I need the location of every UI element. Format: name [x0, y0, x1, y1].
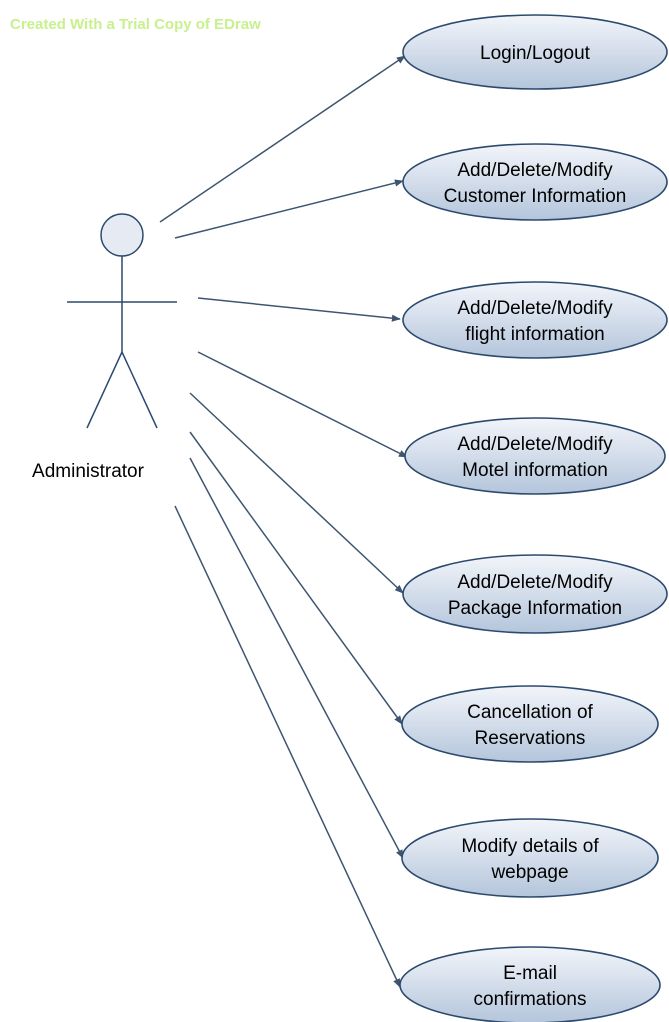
use-case-ellipse: [402, 554, 668, 634]
actor-head: [100, 213, 144, 257]
use-case-label: Cancellation of: [467, 702, 593, 723]
use-case-cancellation[interactable]: Cancellation of Reservations: [401, 685, 659, 763]
use-case-label: Customer Information: [444, 186, 627, 207]
use-case-ellipse: [402, 281, 668, 359]
actor-left-leg: [86, 351, 123, 429]
use-case-label: Add/Delete/Modify: [457, 298, 613, 319]
use-case-label: webpage: [490, 862, 568, 883]
use-case-ellipse: [399, 946, 661, 1022]
use-case-label: Modify details of: [461, 836, 599, 857]
use-case-ellipse: [401, 685, 659, 763]
use-case-label: Login/Logout: [480, 43, 591, 64]
use-case-label: Motel information: [462, 460, 608, 481]
use-case-webpage-details[interactable]: Modify details of webpage: [401, 818, 659, 898]
actor-label: Administrator: [32, 461, 145, 482]
use-case-login-logout[interactable]: Login/Logout: [402, 14, 668, 90]
use-case-label: Package Information: [448, 598, 622, 619]
use-case-ellipse: [401, 818, 659, 898]
use-case-label: Add/Delete/Modify: [457, 160, 613, 181]
use-case-label: Reservations: [475, 728, 586, 749]
watermark-text: Created With a Trial Copy of EDraw: [10, 16, 261, 33]
association-arrow-cancellation: [189, 431, 403, 725]
actor-right-leg: [121, 351, 158, 429]
associations: [159, 55, 408, 988]
use-case-flight-info[interactable]: Add/Delete/Modify flight information: [402, 281, 668, 359]
use-case-ellipse: [404, 417, 666, 495]
administrator-actor: Administrator: [32, 213, 177, 482]
use-case-label: flight information: [465, 324, 604, 345]
use-case-label: Add/Delete/Modify: [457, 434, 613, 455]
association-arrow-package-info: [189, 392, 404, 594]
association-arrow-email-confirmations: [174, 505, 401, 988]
use-case-ellipse: [402, 143, 668, 221]
use-case-label: E-mail: [503, 963, 557, 984]
association-arrow-webpage-details: [189, 457, 404, 859]
association-arrow-login-logout: [159, 55, 406, 223]
use-case-ellipse: [402, 14, 668, 90]
association-arrow-customer-info: [174, 179, 404, 239]
use-case-email-confirmations[interactable]: E-mail confirmations: [399, 946, 661, 1022]
use-case-label: confirmations: [474, 989, 587, 1010]
association-arrow-motel-info: [197, 351, 408, 458]
use-case-label: Add/Delete/Modify: [457, 572, 613, 593]
association-arrow-flight-info: [197, 297, 401, 322]
